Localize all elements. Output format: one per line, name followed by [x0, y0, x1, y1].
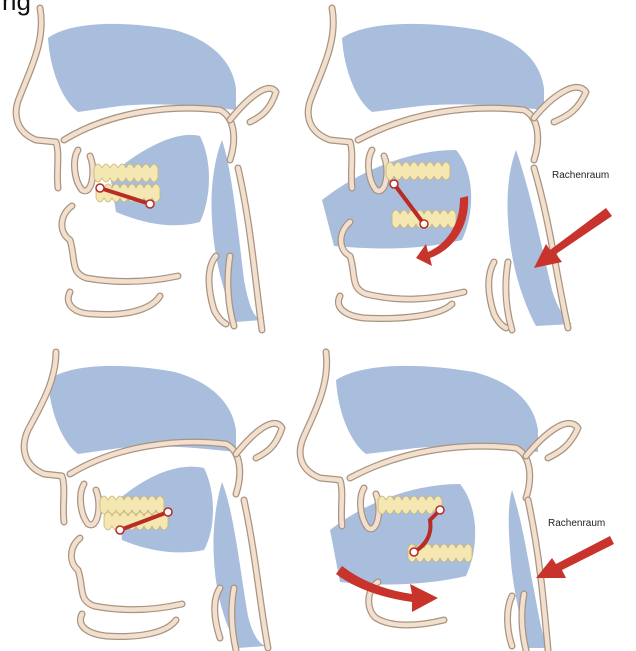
pharynx-label: Rachenraum — [552, 170, 609, 181]
nasal-cavity-tissue — [336, 366, 538, 454]
rod-hinge-upper — [390, 180, 398, 188]
pharynx-label: Rachenraum — [548, 518, 605, 529]
panel-top-left — [16, 8, 276, 330]
rod-hinge-lower — [420, 220, 428, 228]
rod-hinge-lower — [116, 526, 124, 534]
pharynx-narrowing-arrow — [536, 536, 614, 578]
rod-hinge-lower — [410, 548, 418, 556]
panel-bottom-right: Rachenraum — [300, 352, 614, 650]
panel-bottom-left — [24, 352, 282, 650]
nasal-cavity-tissue — [342, 24, 544, 112]
head-profile-outline — [308, 8, 352, 188]
rod-hinge-lower — [146, 200, 154, 208]
rod-hinge-upper — [436, 506, 444, 514]
head-profile-outline — [16, 8, 58, 188]
rod-hinge-upper — [164, 508, 172, 516]
panel-top-right: Rachenraum — [308, 8, 612, 330]
head-profile-outline — [300, 352, 342, 526]
rod-hinge-upper — [96, 184, 104, 192]
nasal-cavity-tissue — [48, 24, 236, 112]
